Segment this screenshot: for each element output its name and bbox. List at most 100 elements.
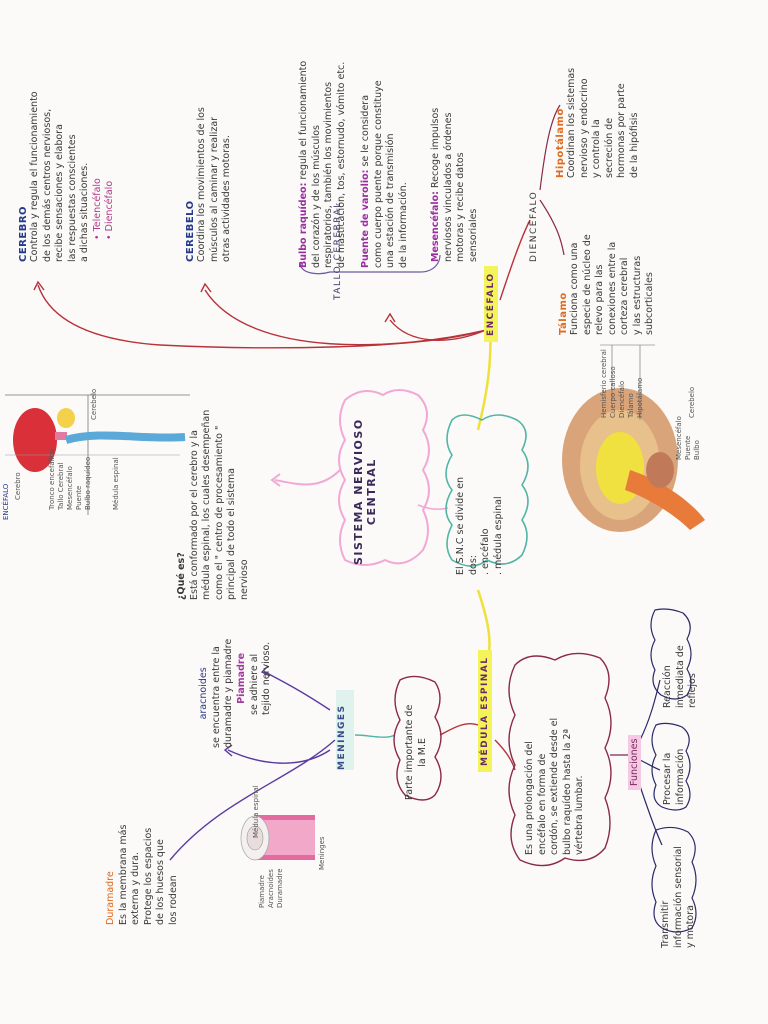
bulbo-title: Bulbo raquídeo: xyxy=(298,182,309,268)
cerebro-line-7: • Diencéfalo xyxy=(104,180,115,240)
medula-desc-line-4: bulbo raquídeo hasta la 2ª xyxy=(561,728,573,855)
connector-meninges-piamadre xyxy=(264,671,331,711)
puente-title: Puente de varolio: xyxy=(360,169,371,268)
talamo-line-2: especie de núcleo de xyxy=(581,234,593,335)
medula-desc-block: Es una prolongación del encéfalo en form… xyxy=(524,718,587,855)
piamadre-title: Piamadre xyxy=(236,652,247,704)
meninges-label-medula: Médula espinal xyxy=(252,785,260,838)
brain-diagram xyxy=(5,394,190,515)
medula-label: MÉDULA ESPINAL xyxy=(478,650,492,772)
parte-block: Parte importante de la M.E xyxy=(404,705,429,800)
hipotalamo-line-3: y controla la xyxy=(591,119,602,178)
hipotalamo-line-5: hormonas por parte xyxy=(616,83,627,178)
cerebelo-line-1: Coordina los movimientos de los xyxy=(196,107,207,262)
reaccion-line-3: reflejos xyxy=(687,673,698,708)
cerebro-line-2: de los demás centros nerviosos, xyxy=(41,108,53,262)
section-label-hipotalamo: Hipotálamo xyxy=(636,377,644,418)
transmitir-line-3: y motora xyxy=(685,905,696,948)
piamadre-line-1: se adhiere al xyxy=(248,653,260,715)
connector-funciones-procesar xyxy=(639,759,661,771)
connector-central-queesa xyxy=(274,469,341,486)
connector-medula-parte xyxy=(439,723,479,736)
cerebro-line-3: recibe sensaciones y elabora xyxy=(54,124,65,262)
duramadre-line-2: externa y dura. xyxy=(130,852,141,925)
medula-desc-line-1: Es una prolongación del xyxy=(524,741,535,855)
brain-label-cerebelo: Cerebelo xyxy=(90,388,98,420)
transmitir-block: Transmitir información sensorial y motor… xyxy=(660,846,698,948)
parte-line-2: la M.E xyxy=(416,738,428,767)
procesar-block: Procesar la información xyxy=(662,749,687,805)
duramadre-title: Duramadre xyxy=(105,871,116,925)
meninges-label-block: MENINGES xyxy=(337,704,347,770)
section-label-talamo: Tálamo xyxy=(627,393,635,418)
meninges-label: MENINGES xyxy=(337,704,347,770)
cloud-procesar xyxy=(651,722,691,811)
brain-diagram-caption-block: ENCÉFALO xyxy=(2,484,11,520)
central-title-line-1: SISTEMA NERVIOSO xyxy=(352,418,365,565)
reaccion-block: Reacción inmediata de reflejos xyxy=(662,645,700,708)
meninges-box xyxy=(336,690,354,770)
divide-line-4: . médula espinal xyxy=(492,496,504,575)
medula-label-block: MÉDULA ESPINAL xyxy=(478,650,492,772)
cerebelo-block: CEREBELO Coordina los movimientos de los… xyxy=(185,107,234,262)
que-es-line-3: como el " centro de procesamiento " xyxy=(213,425,225,600)
diencefalo-label: DIENCÉFALO xyxy=(529,190,539,262)
que-es-question: ¿Qué es? xyxy=(176,552,187,600)
que-es-line-2: médula espinal, los cuales desempeñan xyxy=(201,409,212,600)
tallo-label: TALLO CEREBRAL xyxy=(333,201,343,300)
cerebro-block: CEREBRO Controla y regula el funcionamie… xyxy=(18,91,117,262)
piamadre-block: Piamadre se adhiere al tejido nervioso. xyxy=(236,642,274,715)
medula-desc-line-3: cordón, se extiende desde el xyxy=(549,717,560,855)
talamo-line-1: Funciona como una xyxy=(569,242,580,335)
talamo-line-7: subcorticales xyxy=(644,272,655,335)
connector-encefalo-diencefalo xyxy=(499,219,531,301)
que-es-line-4: principal de todo el sistema xyxy=(226,468,237,600)
diencefalo-label-block: DIENCÉFALO xyxy=(528,191,541,262)
cerebro-line-5: a dichas situaciones. xyxy=(79,162,90,262)
mesencefalo-block: Mesencéfalo: Recoge impulsos nerviosos v… xyxy=(430,108,480,262)
cerebelo-line-2: músculos al caminar y realizar xyxy=(208,116,220,262)
mesencefalo-line-1: Recoge impulsos xyxy=(430,107,441,188)
aracnoides-block: aracnoides se encuentra entre la duramad… xyxy=(198,639,236,748)
cerebro-line-1: Controla y regula el funcionamiento xyxy=(29,91,40,262)
duramadre-block: Duramadre Es la membrana más externa y d… xyxy=(105,825,180,925)
section-diagram-labels-2: Mesencéfalo Puente Bulbo xyxy=(675,416,702,460)
brain-label-bulbo: Bulbo raquídeo xyxy=(84,456,92,510)
meninges-diagram-labels: Médula espinal xyxy=(252,785,261,838)
encefalo-label-block: ENCÉFALO xyxy=(484,266,498,342)
connector-central-divide xyxy=(417,504,449,510)
cloud-reaccion xyxy=(650,608,692,700)
cerebelo-title: CEREBELO xyxy=(185,200,196,262)
brain-diagram-labels-4: Médula espinal xyxy=(112,457,121,510)
connector-meninges-aracnoides xyxy=(227,749,331,764)
aracnoides-line-2: duramadre y piamadre xyxy=(223,638,234,748)
hipotalamo-title: Hipotálamo xyxy=(555,108,566,178)
section-label-mesencefalo: Mesencéfalo xyxy=(675,416,683,460)
aracnoides-line-1: se encuentra entre la xyxy=(210,646,222,748)
tallo-bracket xyxy=(299,254,441,275)
hipotalamo-line-2: nervioso y endocrino xyxy=(578,78,590,178)
puente-line-3: una estación de transmisión xyxy=(385,133,396,268)
connector-parte-meninges xyxy=(354,734,396,738)
talamo-line-4: conexiones entre la xyxy=(606,241,618,335)
talamo-line-3: relevo para las xyxy=(594,264,605,336)
cloud-divide xyxy=(445,414,529,567)
divide-line-3: . encéfalo xyxy=(480,528,491,575)
brain-label-tronco: Tronco encefálico xyxy=(48,449,56,510)
piamadre-line-2: tejido nervioso. xyxy=(261,641,272,715)
que-es-block: ¿Qué es? Está conformado por el cerebro … xyxy=(176,410,251,600)
cloud-transmitir xyxy=(651,826,697,933)
brain-diagram-labels: Cerebro xyxy=(14,472,23,500)
duramadre-line-3: Protege los espacios xyxy=(142,827,154,925)
connector-diencefalo-talamo xyxy=(539,199,565,256)
parte-line-1: Parte importante de xyxy=(404,704,415,800)
duramadre-line-1: Es la membrana más xyxy=(117,824,129,925)
section-diagram-labels-3: Cerebelo xyxy=(688,387,697,418)
meninges-label-piamadre: Piamadre xyxy=(258,875,266,908)
section-diagram-labels: Hemisferio cerebral Cuerpo calloso Dienc… xyxy=(600,349,645,418)
brain-label-tallo: Tallo Cerebral xyxy=(57,462,65,510)
brain-label-mesencefalo: Mesencéfalo xyxy=(66,466,74,510)
medula-desc-line-5: vértebra lumbar. xyxy=(574,775,585,855)
talamo-title: Tálamo xyxy=(558,292,569,335)
connector-medula-desc xyxy=(494,739,516,771)
